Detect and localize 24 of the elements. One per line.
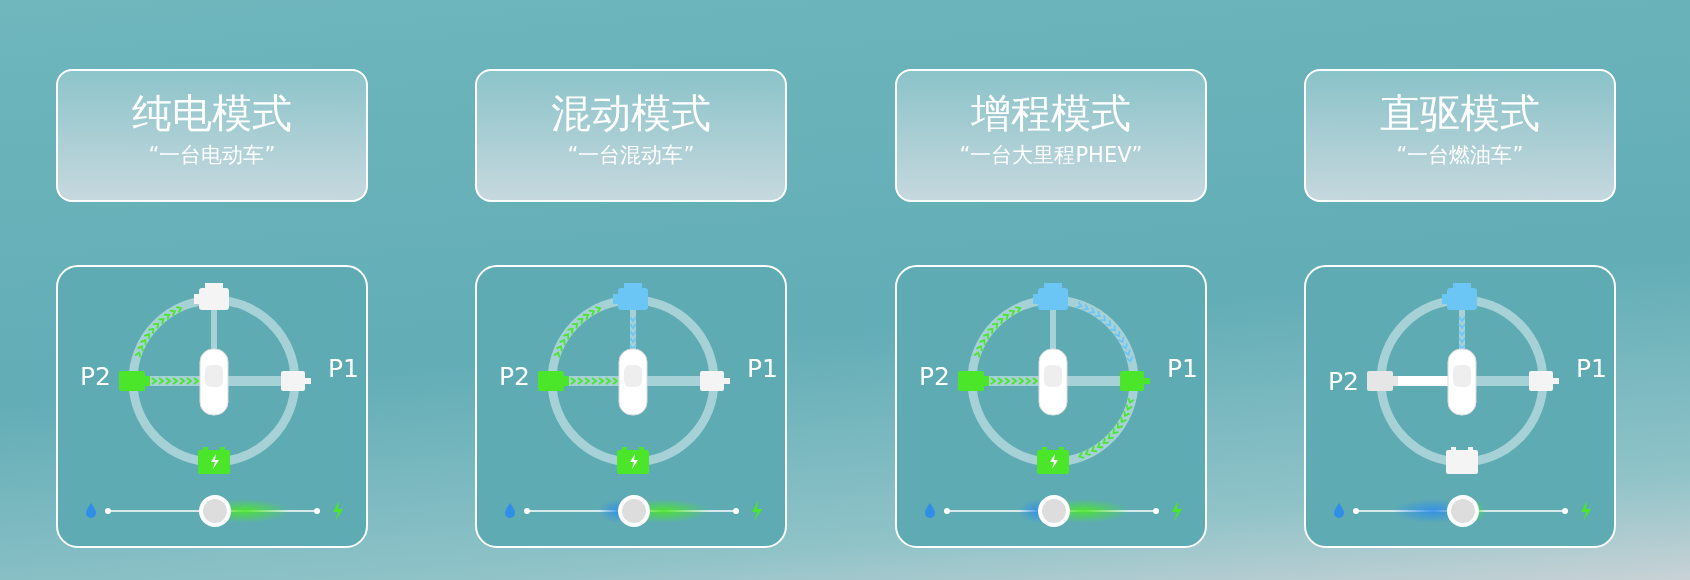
motor-label: P2	[80, 362, 111, 392]
mode-subtitle: “一台大里程PHEV”	[959, 142, 1143, 169]
motor-label: P1	[1167, 354, 1198, 384]
diagram-card	[475, 265, 787, 548]
mode-title: 纯电模式	[132, 89, 292, 137]
mode-title: 混动模式	[551, 89, 711, 137]
mode-card	[56, 69, 368, 202]
mode-card	[1304, 69, 1616, 202]
motor-label: P2	[919, 362, 950, 392]
mode-subtitle: “一台混动车”	[567, 142, 695, 169]
motor-label: P2	[1328, 367, 1359, 397]
mode-subtitle: “一台燃油车”	[1396, 142, 1524, 169]
motor-label: P1	[328, 354, 359, 384]
mode-title: 增程模式	[971, 89, 1131, 137]
motor-label: P1	[747, 354, 778, 384]
mode-card	[475, 69, 787, 202]
motor-label: P1	[1576, 354, 1607, 384]
motor-label: P2	[499, 362, 530, 392]
diagram-card	[56, 265, 368, 548]
mode-subtitle: “一台电动车”	[148, 142, 276, 169]
mode-card	[895, 69, 1207, 202]
mode-title: 直驱模式	[1380, 89, 1540, 137]
diagram-card	[895, 265, 1207, 548]
diagram-card	[1304, 265, 1616, 548]
